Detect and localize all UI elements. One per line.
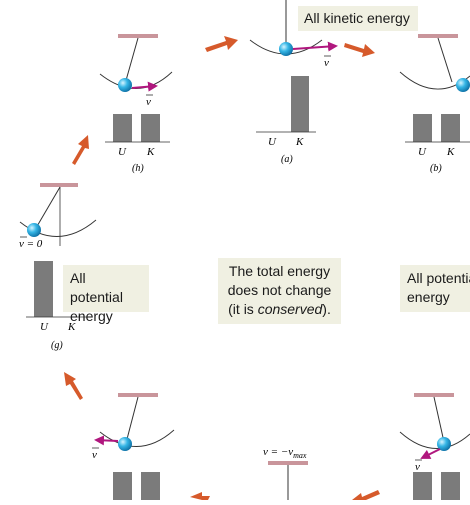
pendulum-ball xyxy=(456,78,470,92)
pendulum-string xyxy=(437,37,453,83)
k-label: K xyxy=(295,136,304,148)
k-bar xyxy=(441,114,460,142)
velocity-arrow xyxy=(131,81,158,92)
caption-all-kinetic: All kinetic energy xyxy=(298,6,418,31)
u-bar xyxy=(413,114,432,142)
panel-d: v xyxy=(399,393,470,500)
u-label: U xyxy=(118,146,127,158)
panel-a: v U K (a) xyxy=(249,0,338,165)
velocity-arrow xyxy=(292,41,338,52)
pendulum-ball xyxy=(279,42,293,56)
k-label: K xyxy=(67,321,76,333)
cycle-arrow-f-to-g xyxy=(64,372,83,400)
caption-total-energy: The total energy does not change (it is … xyxy=(218,258,341,324)
panel-e: v = −vmax xyxy=(263,446,308,500)
caption-all-potential-right: All potential energy xyxy=(400,265,470,312)
caption-text: All kinetic energy xyxy=(304,10,410,26)
caption-emphasis: conserved xyxy=(257,301,323,317)
caption-line: All potential xyxy=(407,270,470,286)
caption-all-potential-left: All potential energy xyxy=(63,265,149,324)
panel-label: (a) xyxy=(281,154,293,165)
caption-line: energy xyxy=(407,289,450,305)
cycle-arrow-a-to-b xyxy=(344,43,375,57)
panel-h: v U K (h) xyxy=(99,34,173,174)
panel-label: (g) xyxy=(51,340,63,351)
ceiling xyxy=(414,393,454,397)
cycle-arrow-h-to-a xyxy=(205,36,238,52)
pendulum-string xyxy=(124,37,139,85)
u-bar xyxy=(113,472,132,500)
panel-g: v = 0 U K (g) xyxy=(19,183,97,351)
cycle-arrows xyxy=(64,36,380,500)
panel-label: (b) xyxy=(430,163,442,174)
ceiling xyxy=(118,393,158,397)
u-bar xyxy=(413,472,432,500)
k-bar xyxy=(141,114,160,142)
pendulum-string xyxy=(35,186,61,229)
cycle-arrow-g-to-h xyxy=(72,135,89,165)
cycle-arrow-d-to-e xyxy=(352,490,380,500)
panel-b: U K (b) xyxy=(399,34,470,174)
pendulum-string xyxy=(125,396,139,444)
pendulum-ball xyxy=(118,437,132,451)
caption-line: does not change xyxy=(227,282,332,298)
panel-label: (h) xyxy=(132,163,144,174)
velocity-arrow xyxy=(94,435,119,446)
velocity-max-label: v = −vmax xyxy=(263,446,307,460)
pendulum-ball xyxy=(437,437,451,451)
k-bar xyxy=(441,472,460,500)
pendulum-ball xyxy=(27,223,41,237)
caption-line: The total energy xyxy=(228,263,331,279)
caption-line: (it is conserved). xyxy=(225,300,334,319)
k-label: K xyxy=(146,146,155,158)
u-label: U xyxy=(418,146,427,158)
pendulum-ball xyxy=(118,78,132,92)
velocity-zero-label: v = 0 xyxy=(19,238,43,250)
velocity-max-prefix: v = −v xyxy=(263,446,293,458)
velocity-label: v xyxy=(324,57,329,69)
u-label: U xyxy=(268,136,277,148)
ceiling xyxy=(40,183,78,187)
caption-fragment: (it is xyxy=(228,301,258,317)
ceiling xyxy=(268,461,308,465)
pendulum-string xyxy=(433,396,445,443)
u-bar xyxy=(113,114,132,142)
panel-f: v xyxy=(92,393,175,500)
k-bar xyxy=(141,472,160,500)
swing-arc xyxy=(399,431,470,449)
velocity-label: v xyxy=(415,461,420,473)
swing-arc xyxy=(99,71,173,89)
velocity-max-sub: max xyxy=(293,451,307,460)
k-label: K xyxy=(446,146,455,158)
caption-fragment: ). xyxy=(322,301,331,317)
ceiling xyxy=(418,34,458,38)
velocity-arrow xyxy=(420,448,441,459)
velocity-label: v xyxy=(92,449,97,461)
k-bar xyxy=(291,76,309,132)
u-label: U xyxy=(40,321,49,333)
swing-arc xyxy=(99,429,175,447)
velocity-label: v xyxy=(146,96,151,108)
caption-line: energy xyxy=(70,308,113,324)
cycle-arrow-e-to-f xyxy=(190,492,210,500)
u-bar xyxy=(34,261,53,317)
caption-line: All potential xyxy=(70,270,123,305)
ceiling xyxy=(118,34,158,38)
